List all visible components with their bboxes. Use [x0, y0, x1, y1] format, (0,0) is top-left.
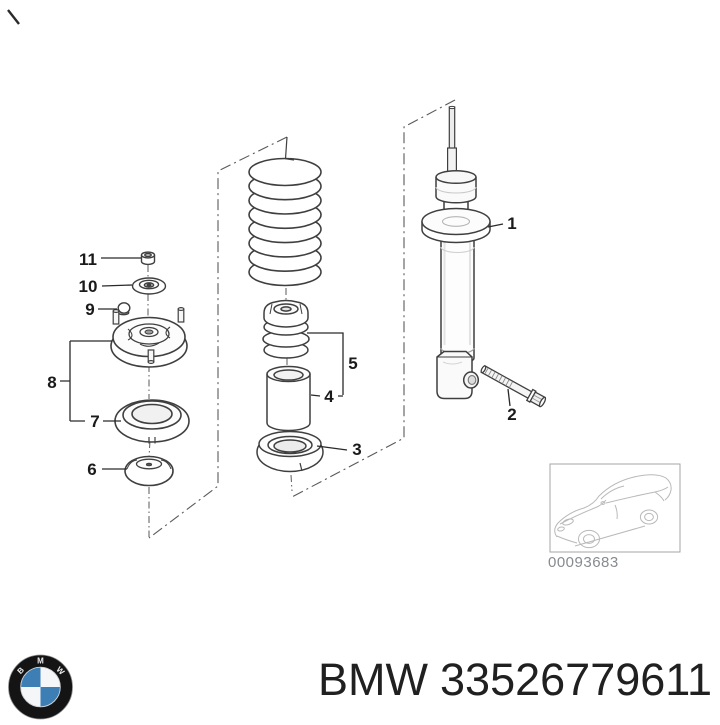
logo-letter-b: B	[16, 665, 27, 676]
callout-3: 3	[352, 440, 361, 459]
callout-2: 2	[507, 405, 516, 424]
exploded-parts-diagram: 1 2 3 4 5 6 7 8 9 10 11 00	[7, 9, 681, 571]
car-thumbnail-drawing	[554, 474, 672, 549]
bmw-logo: B M W	[6, 653, 75, 720]
spring-pad-drawing	[256, 430, 324, 473]
bump-stop-drawing	[262, 299, 310, 359]
mounting-bolt-drawing	[480, 364, 547, 408]
phantom-lines	[148, 99, 456, 539]
callout-6: 6	[87, 460, 96, 479]
logo-quadrants	[20, 666, 61, 708]
callout-10: 10	[79, 277, 98, 296]
callout-1: 1	[507, 214, 516, 233]
inset-border	[549, 463, 681, 553]
callout-8: 8	[47, 373, 56, 392]
nut-drawing	[140, 251, 156, 266]
logo-letter-m: M	[37, 657, 44, 666]
car-inset: 00093683	[548, 463, 681, 571]
washer-drawing	[131, 277, 167, 295]
strut-mount-drawing	[110, 307, 188, 368]
inset-code-label: 00093683	[548, 554, 619, 571]
callout-leaders	[60, 223, 511, 470]
grommet-drawing	[117, 302, 131, 316]
shock-absorber-drawing	[421, 105, 491, 400]
part-number-text: 33526779611	[440, 654, 712, 705]
strut-bearing-drawing	[114, 399, 190, 444]
protection-tube-drawing	[266, 365, 311, 432]
callout-7: 7	[90, 412, 99, 431]
corner-mark	[7, 9, 20, 25]
coil-spring-drawing	[248, 157, 322, 287]
callout-11: 11	[79, 250, 97, 269]
callout-5: 5	[348, 354, 357, 373]
brand-text: BMW	[318, 654, 429, 705]
callout-4: 4	[324, 387, 334, 406]
cap-drawing	[124, 455, 174, 487]
callout-9: 9	[85, 300, 94, 319]
